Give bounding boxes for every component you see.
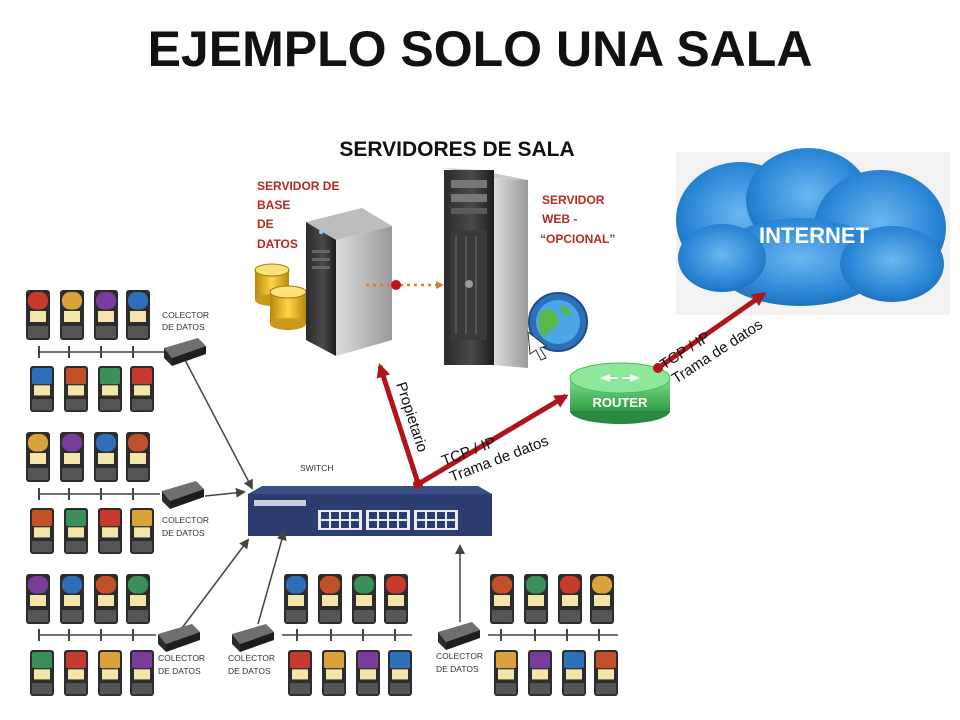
slot-machine-icon	[98, 366, 122, 412]
link-switch-to-router: TCP / IP Trama de datos	[418, 393, 569, 486]
servers-heading: SERVIDORES DE SALA	[339, 138, 574, 161]
slot-machine-icon	[130, 650, 154, 696]
slot-machine-icon	[322, 650, 346, 696]
svg-text:COLECTOR: COLECTOR	[228, 653, 275, 663]
slot-machine-icon	[94, 432, 118, 482]
slot-machine-icon	[30, 366, 54, 412]
slot-machines	[26, 290, 618, 696]
slot-machine-icon	[356, 650, 380, 696]
slot-machine-icon	[494, 650, 518, 696]
svg-text:“OPCIONAL”: “OPCIONAL”	[540, 232, 615, 246]
slot-machine-icon	[126, 290, 150, 340]
slot-bus-ticks	[38, 346, 600, 641]
slot-machine-icon	[94, 290, 118, 340]
slot-machine-icon	[558, 574, 582, 624]
slot-machine-icon	[64, 508, 88, 554]
slot-machine-icon	[524, 574, 548, 624]
svg-text:DE: DE	[257, 217, 274, 231]
svg-text:DE DATOS: DE DATOS	[228, 666, 271, 676]
collector-device-icon	[158, 338, 480, 652]
slot-machine-icon	[60, 432, 84, 482]
slot-machine-icon	[26, 432, 50, 482]
svg-text:BASE: BASE	[257, 198, 290, 212]
slot-bus-lines	[38, 351, 618, 636]
slot-machine-icon	[528, 650, 552, 696]
slot-machine-icon	[126, 574, 150, 624]
slot-machine-icon	[98, 508, 122, 554]
slot-machine-icon	[130, 508, 154, 554]
slot-machine-icon	[288, 650, 312, 696]
slot-machine-icon	[30, 508, 54, 554]
svg-text:DE DATOS: DE DATOS	[436, 664, 479, 674]
slot-machine-icon	[126, 432, 150, 482]
db-server-label: SERVIDOR DE BASE DE DATOS	[257, 179, 339, 251]
svg-text:DE DATOS: DE DATOS	[158, 666, 201, 676]
internet-label: INTERNET	[759, 223, 870, 248]
svg-text:DATOS: DATOS	[257, 237, 298, 251]
router-label: ROUTER	[593, 395, 649, 410]
switch-icon: SWITCH	[248, 463, 492, 536]
slot-machine-icon	[30, 650, 54, 696]
svg-text:WEB -: WEB -	[542, 212, 577, 226]
slot-machine-icon	[60, 290, 84, 340]
slot-machine-icon	[26, 290, 50, 340]
slot-machine-icon	[64, 650, 88, 696]
slot-machine-icon	[352, 574, 376, 624]
server-interlink	[366, 280, 444, 290]
db-server-tower-icon	[306, 208, 392, 356]
svg-text:COLECTOR: COLECTOR	[158, 653, 205, 663]
slot-machine-icon	[594, 650, 618, 696]
slot-machine-icon	[590, 574, 614, 624]
slot-machine-icon	[130, 366, 154, 412]
slot-machine-icon	[60, 574, 84, 624]
slot-machine-icon	[384, 574, 408, 624]
slot-machine-icon	[318, 574, 342, 624]
collector-labels: COLECTOR DE DATOS COLECTOR DE DATOS COLE…	[158, 310, 483, 676]
svg-text:COLECTOR: COLECTOR	[162, 515, 209, 525]
page-title: EJEMPLO SOLO UNA SALA	[148, 21, 813, 77]
switch-label: SWITCH	[300, 463, 334, 473]
slot-machine-icon	[490, 574, 514, 624]
slot-machine-icon	[64, 366, 88, 412]
slot-machine-icon	[94, 574, 118, 624]
slot-machine-icon	[284, 574, 308, 624]
web-server-tower-icon	[444, 168, 528, 368]
svg-text:DE DATOS: DE DATOS	[162, 322, 205, 332]
web-server-label: SERVIDOR WEB - “OPCIONAL”	[540, 193, 615, 246]
slot-machine-icon	[562, 650, 586, 696]
svg-text:DE DATOS: DE DATOS	[162, 528, 205, 538]
collector-links	[181, 359, 465, 629]
link-switch-to-db-server: Propietario	[376, 363, 431, 489]
svg-text:SERVIDOR DE: SERVIDOR DE	[257, 179, 339, 193]
svg-text:COLECTOR: COLECTOR	[162, 310, 209, 320]
slot-machine-icon	[388, 650, 412, 696]
router-icon: ROUTER	[569, 362, 671, 424]
slot-machine-icon	[26, 574, 50, 624]
cloud-icon: INTERNET	[676, 148, 950, 315]
slot-machine-icon	[98, 650, 122, 696]
svg-text:SERVIDOR: SERVIDOR	[542, 193, 605, 207]
svg-text:COLECTOR: COLECTOR	[436, 651, 483, 661]
web-globe-icon	[527, 292, 588, 361]
database-icon	[254, 263, 307, 330]
